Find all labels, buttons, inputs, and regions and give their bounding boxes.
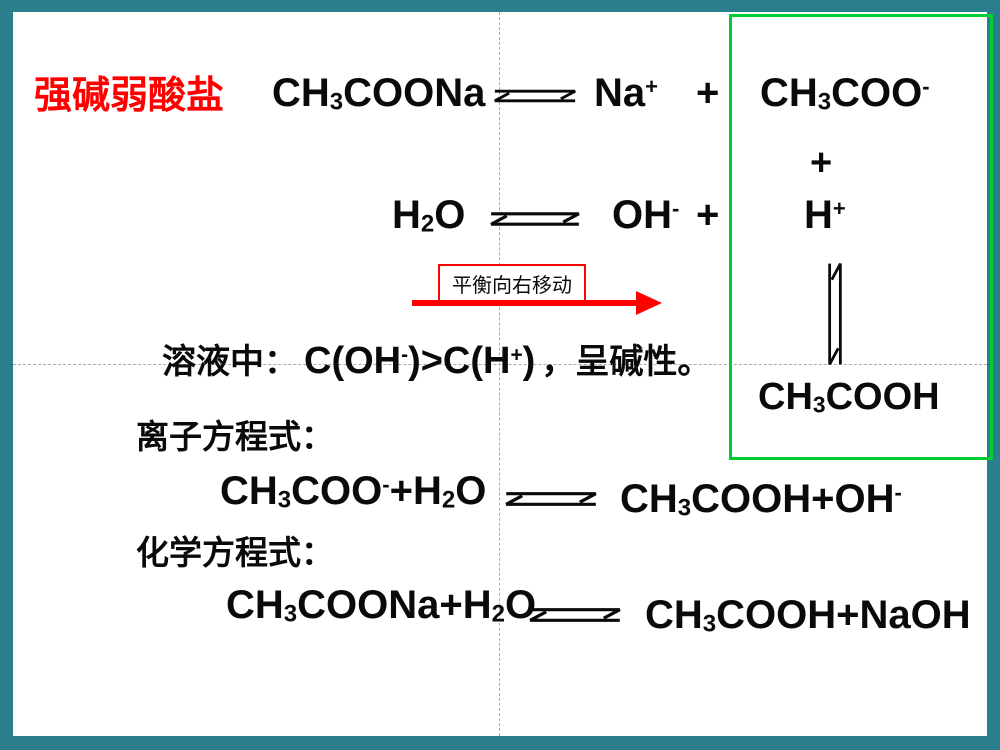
chemical-equation-lhs: CH3COONa+H2O [226, 583, 537, 628]
hydrolysis-highlight-box [729, 14, 993, 460]
ionic-equation-rhs: CH3COOH+OH- [620, 477, 902, 522]
plus-sign-green-box: + [810, 142, 833, 184]
plus-sign-eq1: + [696, 71, 720, 115]
concentration-comparison-formula: C(OH-)>C(H+) [304, 340, 536, 382]
ionic-equation-lhs: CH3COO-+H2O [220, 469, 487, 514]
conclusion-suffix: ，呈碱性。 [541, 344, 712, 381]
right-shift-arrow-head-icon [636, 291, 662, 315]
vertical-equilibrium-arrow-icon [828, 262, 842, 366]
ionic-equation-label: 离子方程式： [136, 420, 334, 456]
right-shift-arrow [412, 300, 638, 306]
formula-ch3coona: CH3COONa [272, 71, 486, 116]
horizontal-guide-line [13, 364, 987, 365]
formula-hydrogen-ion: H+ [804, 193, 846, 237]
conclusion-prefix: 溶液中： [162, 344, 298, 381]
chemical-equation-label: 化学方程式： [136, 536, 334, 572]
formula-sodium-ion: Na+ [594, 71, 658, 115]
equilibrium-arrow-icon [529, 608, 621, 622]
equilibrium-arrow-icon [490, 212, 580, 226]
equilibrium-arrow-icon [505, 492, 597, 506]
formula-water: H2O [392, 193, 466, 238]
slide-canvas [13, 12, 987, 736]
chemical-equation-rhs: CH3COOH+NaOH [645, 593, 971, 638]
formula-acetic-acid: CH3COOH [758, 376, 940, 418]
formula-hydroxide-ion: OH- [612, 193, 680, 237]
plus-sign-eq2: + [696, 193, 720, 237]
equilibrium-shift-label: 平衡向右移动 [438, 264, 586, 303]
slide-title: 强碱弱酸盐 [34, 75, 225, 117]
equilibrium-arrow-icon [494, 89, 576, 103]
formula-acetate-ion: CH3COO- [760, 71, 930, 116]
vertical-guide-line [499, 12, 500, 736]
conclusion-line: 溶液中： C(OH-)>C(H+) ，呈碱性。 [162, 334, 711, 383]
